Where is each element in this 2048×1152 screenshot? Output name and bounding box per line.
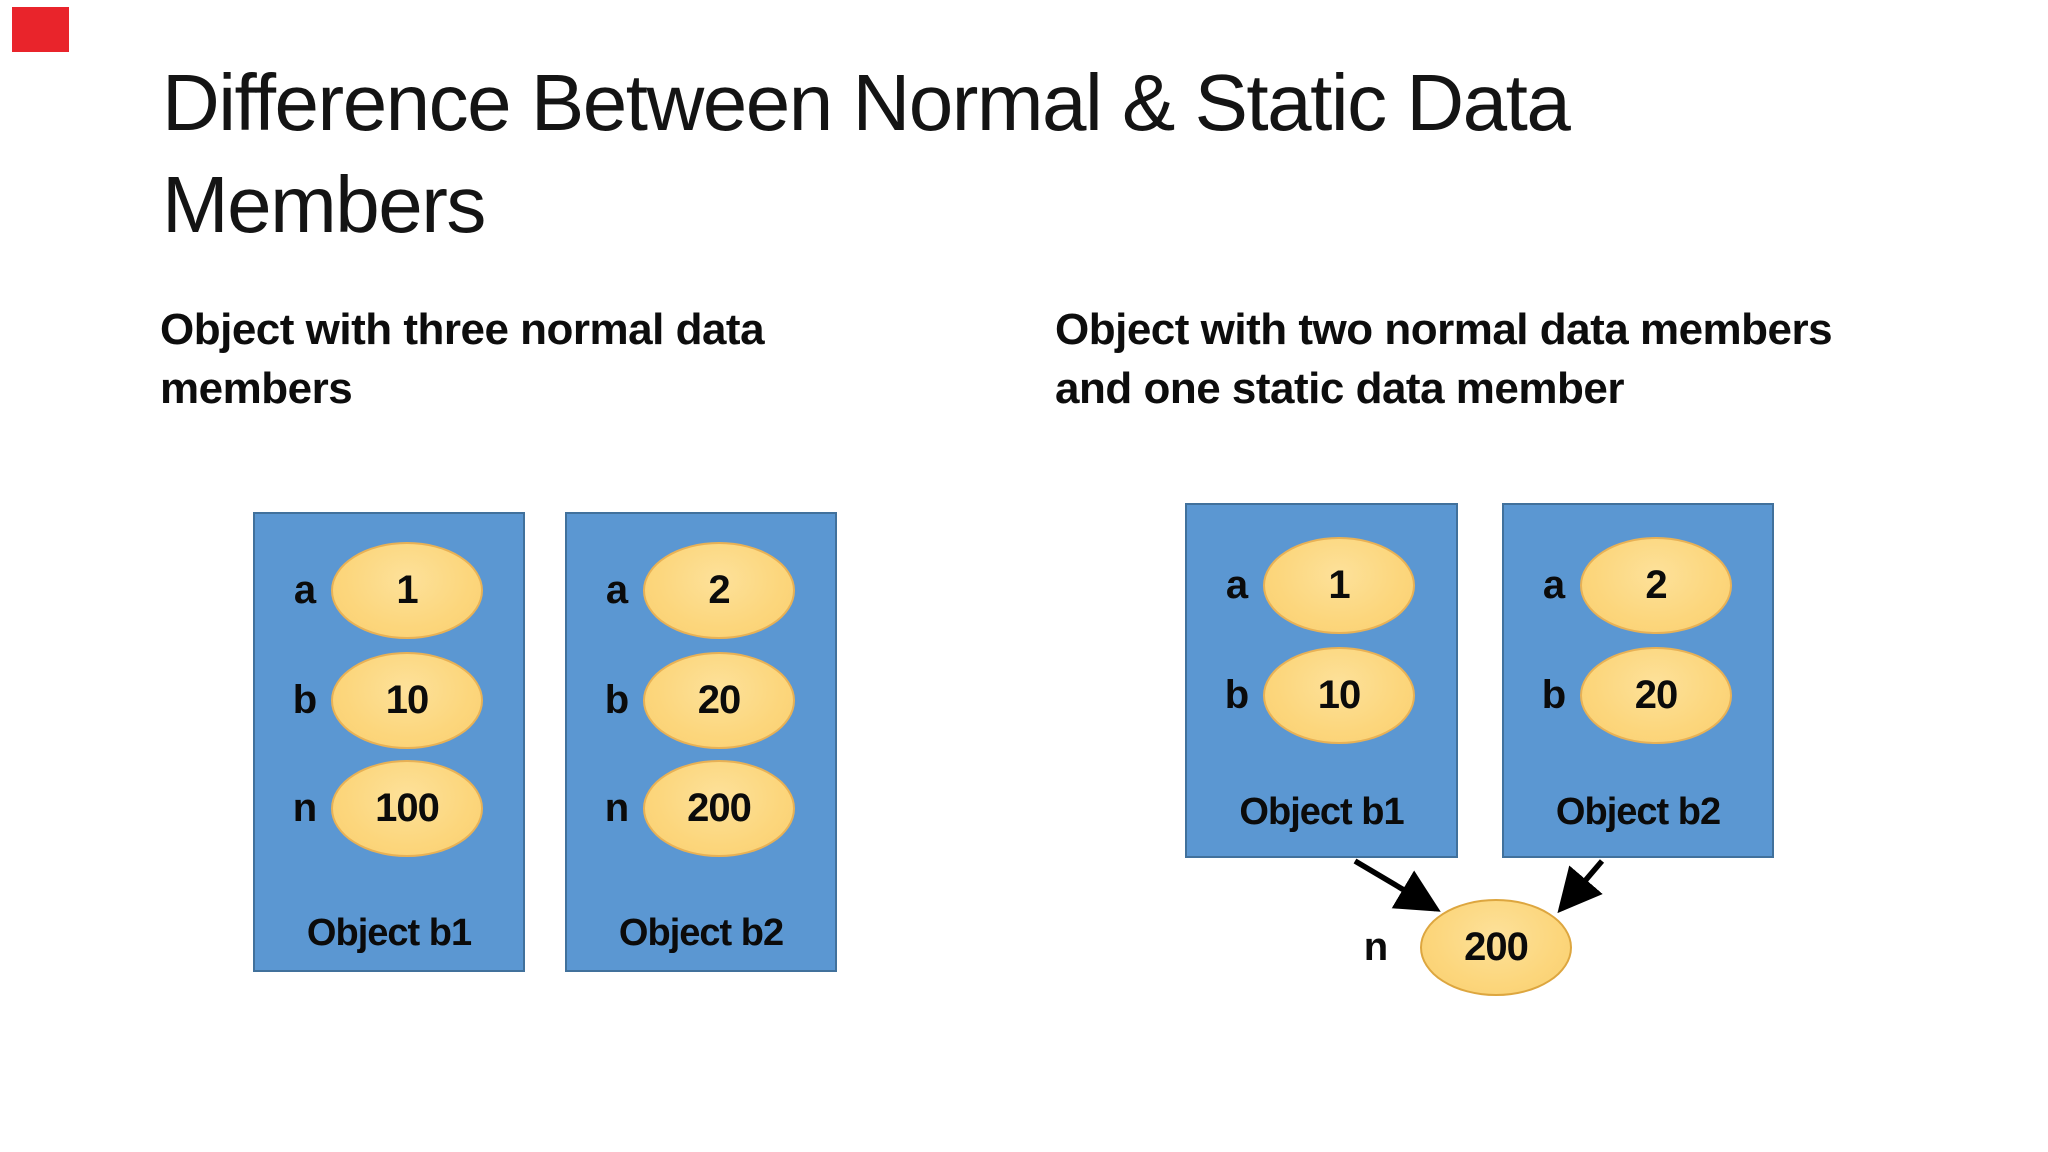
object-box-right-b1: a 1 b 10 Object b1 xyxy=(1185,503,1458,858)
slide-title: Difference Between Normal & Static Data … xyxy=(162,52,1802,257)
member-row: a 2 xyxy=(567,542,835,639)
member-value-ellipse: 10 xyxy=(1263,647,1415,744)
object-caption: Object b2 xyxy=(618,912,784,954)
static-member-label: n xyxy=(1363,925,1389,969)
member-row: a 1 xyxy=(1187,537,1456,634)
member-label: b xyxy=(1224,673,1250,717)
member-label: n xyxy=(292,786,318,830)
member-row: b 10 xyxy=(1187,647,1456,744)
object-caption: Object b2 xyxy=(1555,791,1721,833)
member-value-ellipse: 1 xyxy=(1263,537,1415,634)
member-value-ellipse: 20 xyxy=(643,652,795,749)
static-member-value-ellipse: 200 xyxy=(1420,899,1572,996)
member-label: a xyxy=(605,568,629,612)
object-caption: Object b1 xyxy=(306,912,472,954)
member-value-ellipse: 2 xyxy=(1580,537,1732,634)
object-box-left-b1: a 1 b 10 n 100 Object b1 xyxy=(253,512,525,972)
red-corner-marker xyxy=(12,7,69,52)
slide-title-line2: Members xyxy=(162,160,486,250)
arrow-b2-to-static xyxy=(1557,859,1605,914)
member-row: a 2 xyxy=(1504,537,1772,634)
right-section-heading: Object with two normal data members and … xyxy=(1055,300,1975,419)
right-heading-line2: and one static data member xyxy=(1055,364,1624,414)
object-box-right-b2: a 2 b 20 Object b2 xyxy=(1502,503,1774,858)
member-row: a 1 xyxy=(255,542,523,639)
member-value-ellipse: 2 xyxy=(643,542,795,639)
member-label: a xyxy=(1542,563,1566,607)
member-row: b 20 xyxy=(567,652,835,749)
member-value-ellipse: 1 xyxy=(331,542,483,639)
member-label: a xyxy=(293,568,317,612)
member-value-ellipse: 200 xyxy=(643,760,795,857)
member-label: n xyxy=(604,786,630,830)
member-value-ellipse: 10 xyxy=(331,652,483,749)
member-row: n 100 xyxy=(255,760,523,857)
member-label: b xyxy=(1541,673,1567,717)
member-row: b 20 xyxy=(1504,647,1772,744)
member-label: b xyxy=(604,678,630,722)
object-caption: Object b1 xyxy=(1239,791,1404,833)
member-value-ellipse: 100 xyxy=(331,760,483,857)
member-label: b xyxy=(292,678,318,722)
member-value-ellipse: 20 xyxy=(1580,647,1732,744)
left-heading-line2: members xyxy=(160,364,353,414)
right-heading-line1: Object with two normal data members xyxy=(1055,305,1833,354)
object-box-left-b2: a 2 b 20 n 200 Object b2 xyxy=(565,512,837,972)
left-section-heading: Object with three normal data members xyxy=(160,300,860,419)
member-label: a xyxy=(1225,563,1249,607)
slide-title-line1: Difference Between Normal & Static Data xyxy=(162,58,1571,147)
member-row: n 200 xyxy=(567,760,835,857)
left-heading-line1: Object with three normal data xyxy=(160,305,765,354)
member-row: b 10 xyxy=(255,652,523,749)
